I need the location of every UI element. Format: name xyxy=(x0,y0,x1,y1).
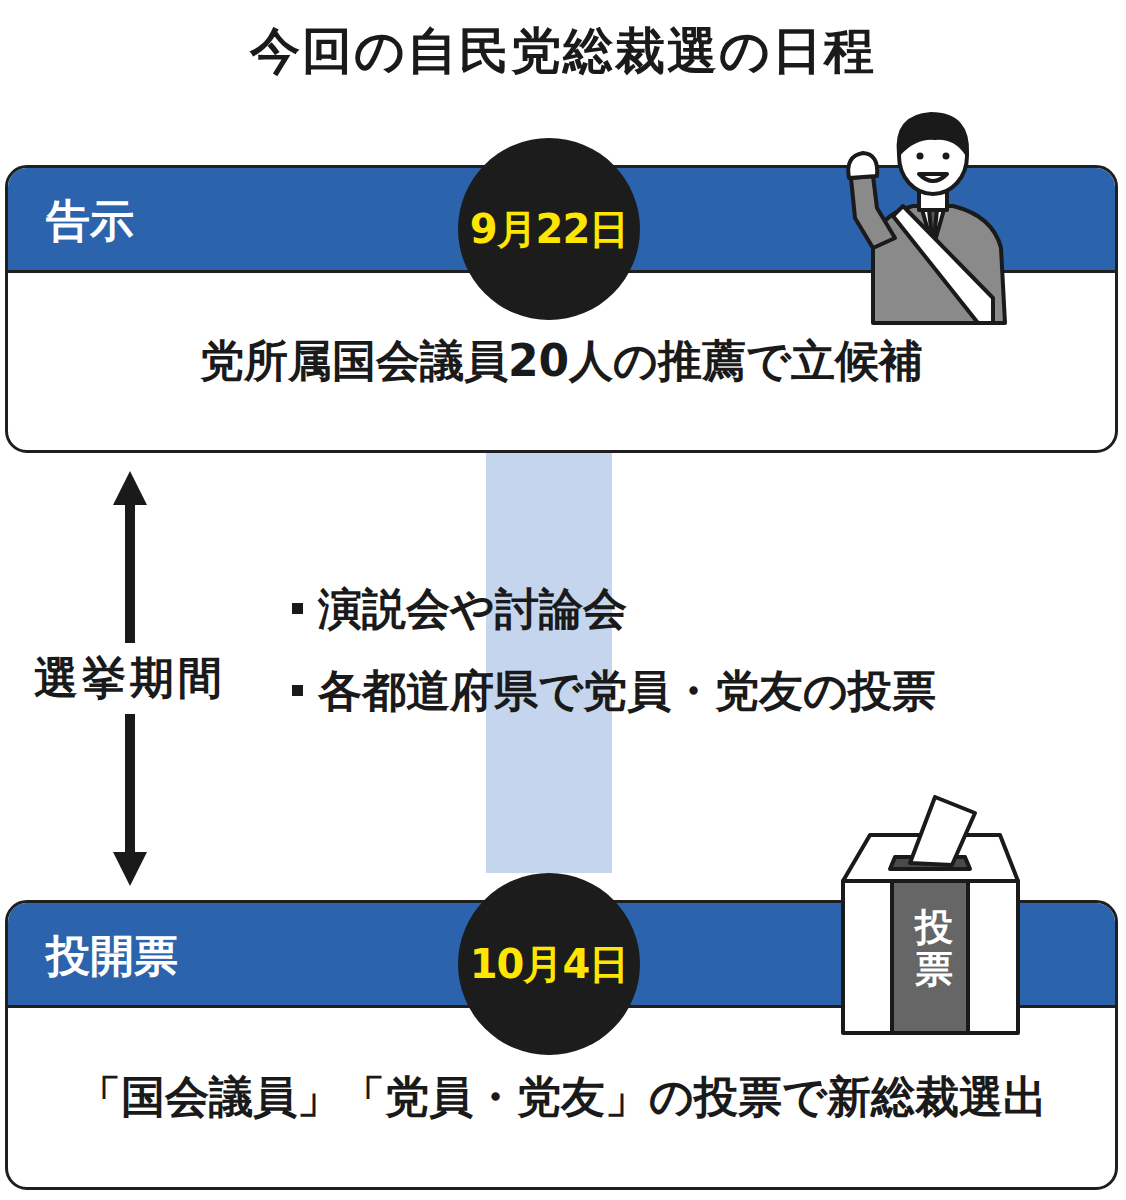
date-text: 10月4日 xyxy=(470,937,629,992)
ballot-label: 投票 xyxy=(915,907,953,991)
date-circle: 10月4日 xyxy=(458,873,640,1055)
timeline-box: 告示党所属国会議員20人の推薦で立候補9月22日 xyxy=(5,165,1118,453)
date-text: 9月22日 xyxy=(470,202,629,257)
bullet-item: 各都道府県で党員・党友の投票 xyxy=(292,662,936,721)
ballot-box-node: 投票 xyxy=(840,795,1020,1035)
edge-label: 選挙期間 xyxy=(30,643,230,714)
diagram-title: 今回の自民党総裁選の日程 xyxy=(0,18,1126,85)
candidate-illustration xyxy=(843,98,1023,323)
arrow-head xyxy=(113,471,147,505)
arrow-head xyxy=(113,852,147,886)
date-circle: 9月22日 xyxy=(458,138,640,320)
bullet-item: 演説会や討論会 xyxy=(292,580,627,639)
